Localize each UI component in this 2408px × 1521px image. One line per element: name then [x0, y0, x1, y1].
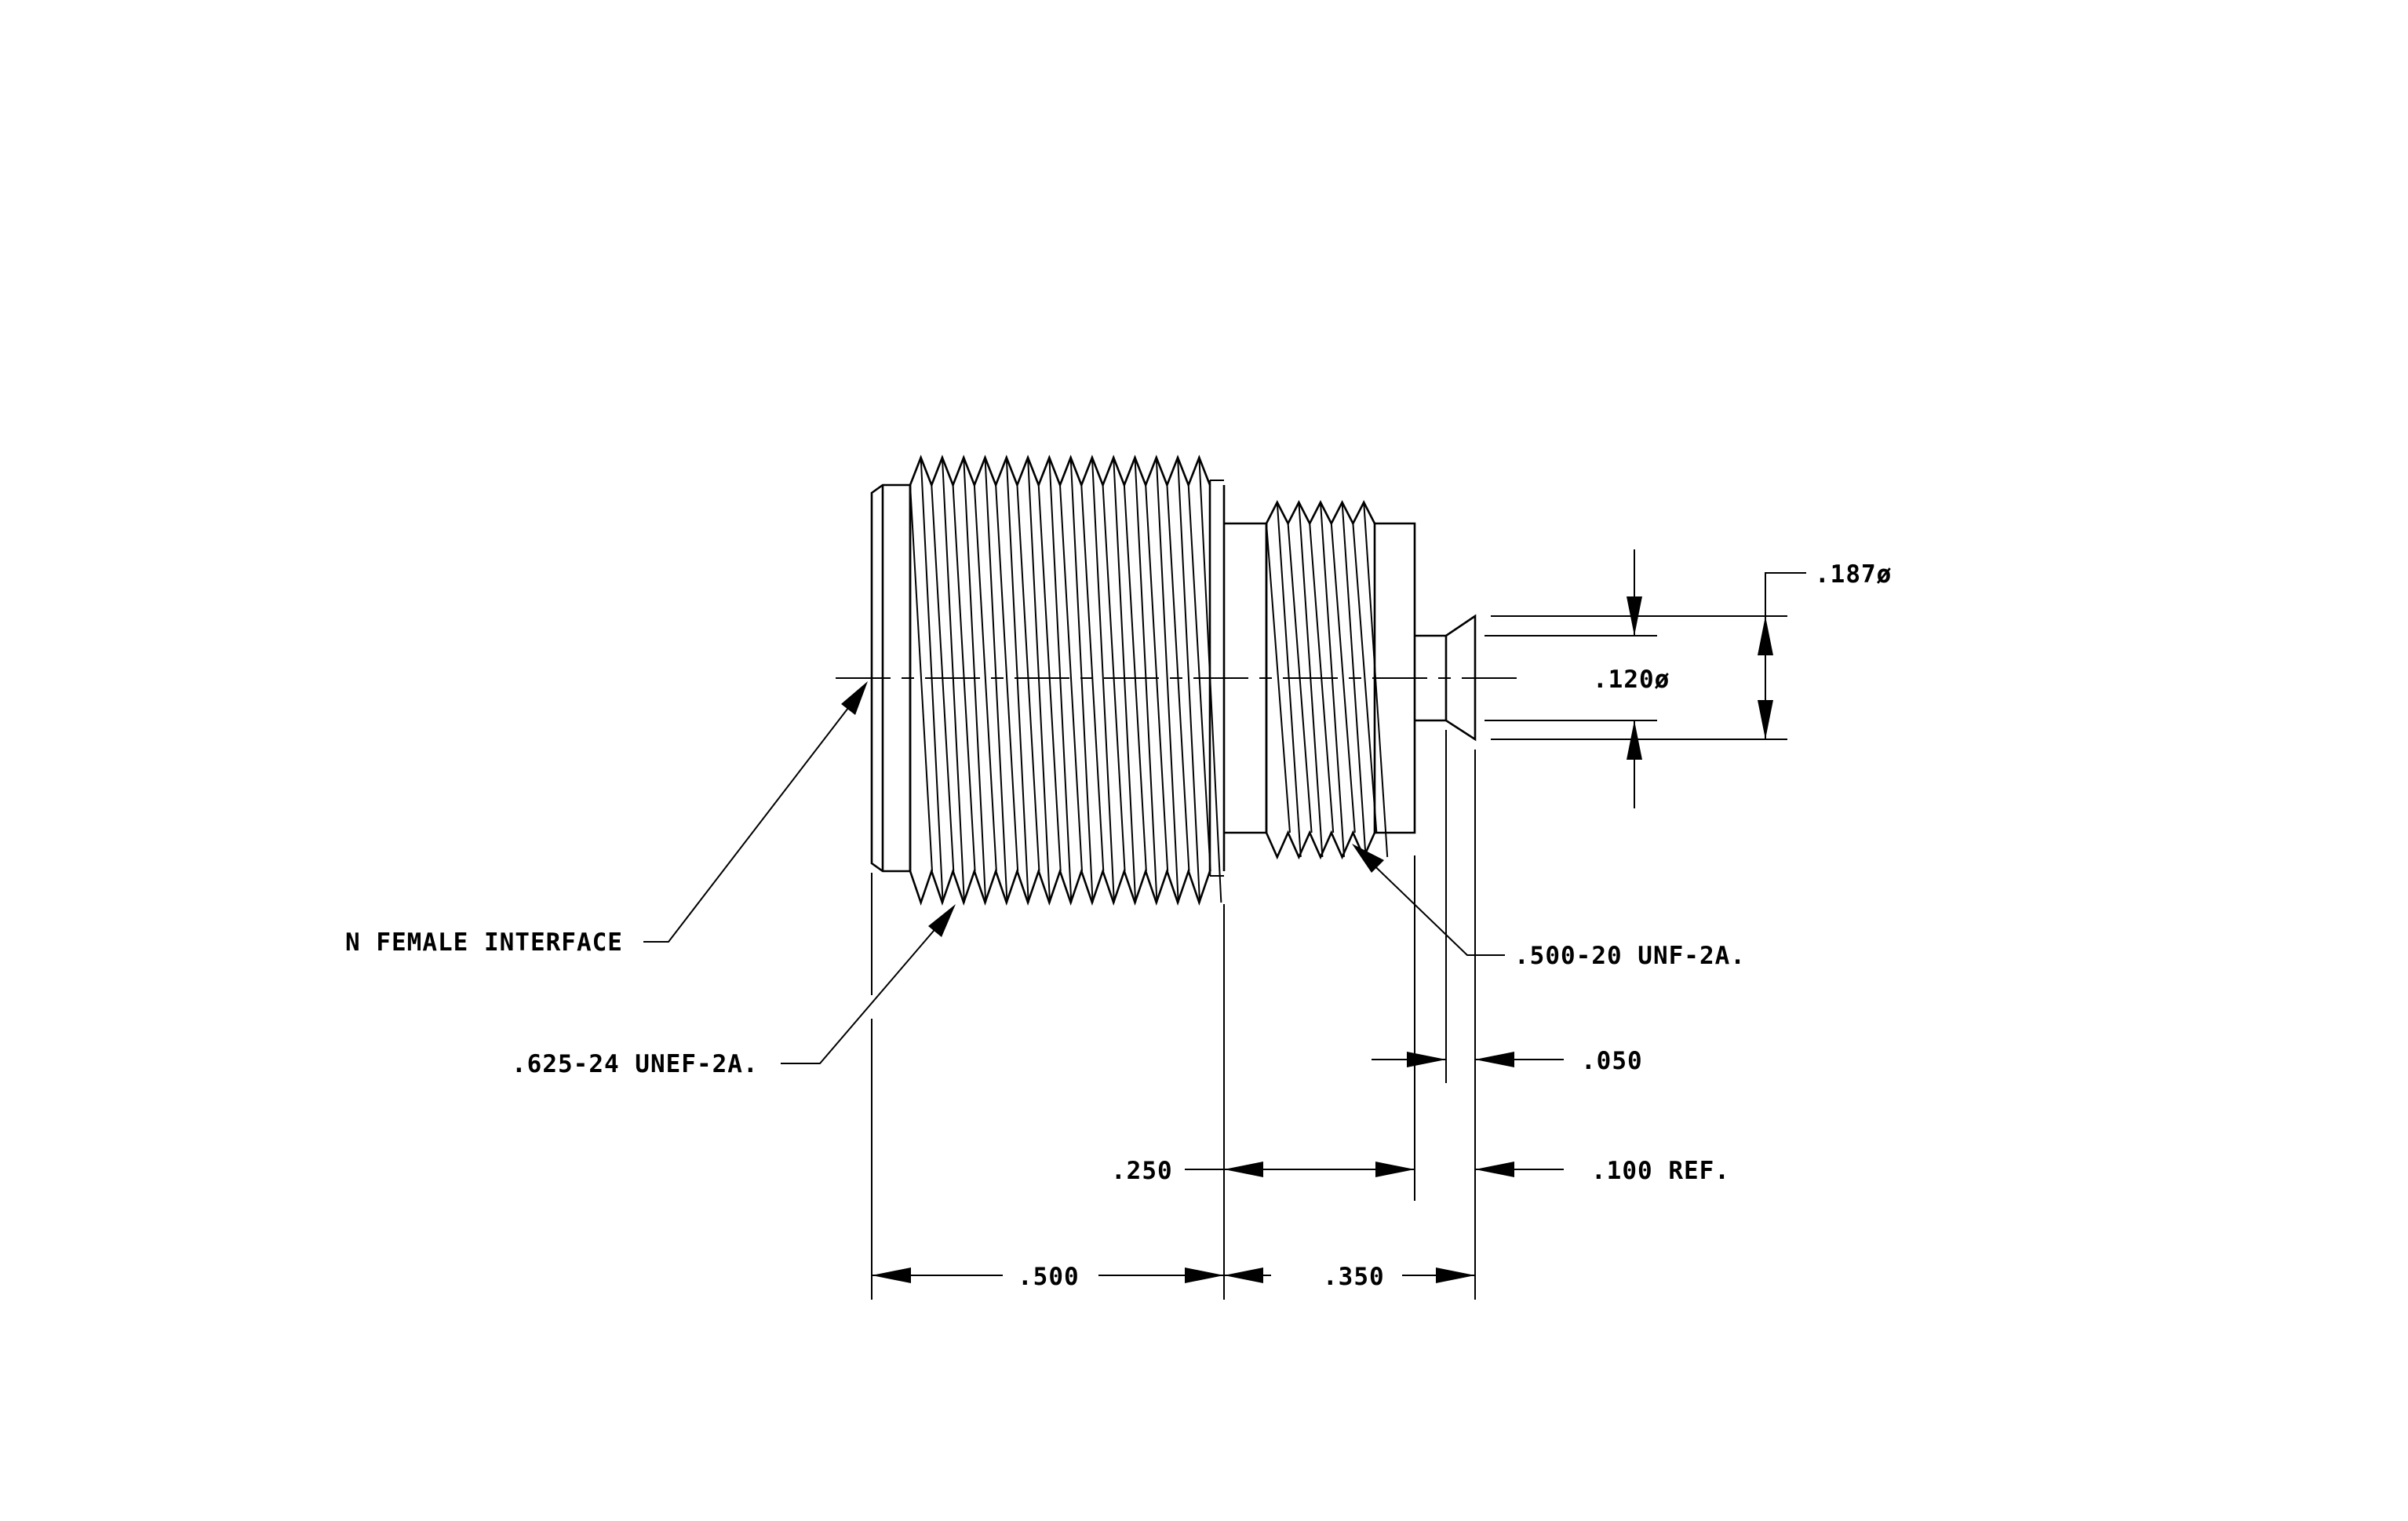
thread-line [909, 484, 933, 872]
thread-line [984, 457, 1008, 903]
thread-line [1341, 502, 1367, 858]
thread-line [1198, 457, 1222, 903]
thread-line [973, 484, 997, 872]
thread-line [920, 457, 944, 903]
arrow-up-120 [1627, 720, 1642, 760]
thread-line [1320, 502, 1345, 858]
thread-line [1005, 457, 1029, 903]
label-250: .250 [1111, 1157, 1173, 1185]
thread-line [1134, 457, 1158, 903]
thread-line [1352, 523, 1378, 833]
thread-line [1330, 523, 1356, 833]
label-120-diameter: .120ø [1593, 666, 1670, 694]
large-thread-pattern [909, 454, 1222, 906]
thread-line [1091, 457, 1115, 903]
label-n-female-interface: N FEMALE INTERFACE [345, 928, 623, 957]
thread-line [1177, 457, 1201, 903]
thread-line [909, 454, 1211, 488]
connector-body [870, 454, 1477, 906]
label-100-ref: .100 REF. [1591, 1157, 1730, 1185]
label-625-thread: .625-24 UNEF-2A. [512, 1050, 759, 1078]
thread-line [1113, 457, 1137, 903]
small-thread-pattern [1265, 500, 1389, 860]
diameter-dimensions [1485, 549, 1806, 808]
thread-line [1048, 457, 1073, 903]
thread-line [1298, 502, 1324, 858]
arrow-down-187 [1758, 700, 1773, 739]
label-350: .350 [1323, 1263, 1385, 1291]
linear-dimensions [871, 730, 1564, 1300]
arrow-down-120 [1627, 596, 1642, 636]
thread-line [1276, 502, 1302, 858]
thread-line [1059, 484, 1083, 872]
thread-line [1266, 523, 1291, 833]
label-500-thread: .500-20 UNF-2A. [1514, 942, 1746, 970]
thread-line [909, 867, 1211, 906]
arrow-n-female [841, 681, 868, 715]
thread-line [1027, 457, 1051, 903]
label-187-diameter: .187ø [1815, 560, 1892, 589]
thread-line [995, 484, 1019, 872]
leader-lines [643, 681, 1505, 1064]
thread-line [1265, 830, 1376, 860]
thread-line [941, 457, 965, 903]
thread-line [1069, 457, 1094, 903]
label-050: .050 [1581, 1047, 1643, 1075]
arrow-500-thread [1352, 844, 1384, 873]
thread-line [1155, 457, 1179, 903]
arrow-up-187 [1758, 616, 1773, 655]
thread-line [963, 457, 987, 903]
label-500: .500 [1018, 1263, 1080, 1291]
arrow-625-thread [928, 904, 956, 937]
